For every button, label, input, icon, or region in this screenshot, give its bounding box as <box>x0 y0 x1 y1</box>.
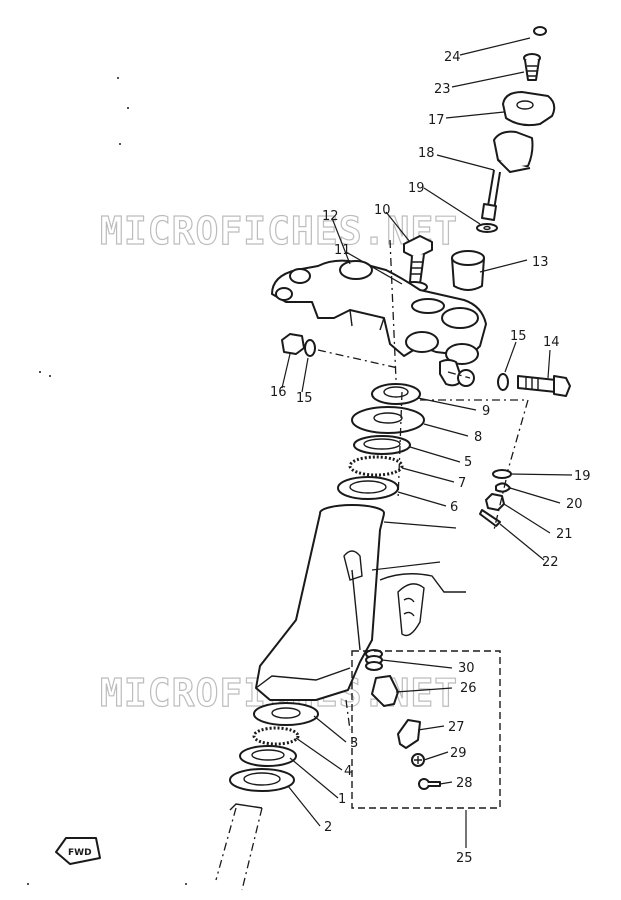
part-22-screw <box>479 509 501 527</box>
part-26-lock-body <box>371 675 399 707</box>
callout-22: 22 <box>542 555 559 570</box>
part-19-washer-upper <box>476 223 498 233</box>
part-16-nut <box>281 333 305 355</box>
callout-15-left: 15 <box>296 391 313 406</box>
callout-5: 5 <box>464 455 472 470</box>
part-29-screw <box>411 753 425 767</box>
callout-9: 9 <box>482 404 490 419</box>
part-20-clip <box>495 482 511 493</box>
part-6-race <box>337 476 399 500</box>
callout-7: 7 <box>458 476 466 491</box>
part-9-ring-nut <box>371 383 421 405</box>
part-5-race <box>353 435 411 455</box>
callout-27: 27 <box>448 720 465 735</box>
callout-26: 26 <box>460 681 477 696</box>
part-18-handlebar-holder <box>481 130 534 221</box>
callout-23: 23 <box>434 82 451 97</box>
callout-12: 12 <box>322 209 339 224</box>
callout-17: 17 <box>428 113 445 128</box>
callout-21: 21 <box>556 527 573 542</box>
assembly-lines <box>317 239 529 531</box>
part-25-group-box <box>351 650 501 809</box>
part-7-ball-bearing <box>348 455 404 477</box>
part-23-bolt <box>523 53 541 81</box>
part-1-race <box>239 745 297 767</box>
part-15-washer-left <box>304 339 316 357</box>
callout-14: 14 <box>543 335 560 350</box>
fwd-direction-arrow: FWD <box>55 837 101 865</box>
fwd-label: FWD <box>68 848 92 858</box>
callout-numbers: 24 23 17 18 19 10 12 11 13 15 14 16 15 9… <box>270 50 591 866</box>
callout-28: 28 <box>456 776 473 791</box>
callout-10: 10 <box>374 203 391 218</box>
scan-specks <box>27 77 187 885</box>
callout-3: 3 <box>350 736 358 751</box>
callout-20: 20 <box>566 497 583 512</box>
leader-lines <box>281 37 573 848</box>
callout-13: 13 <box>532 255 549 270</box>
callout-19-upper: 19 <box>408 181 425 196</box>
part-24-cap <box>533 26 547 36</box>
callout-6: 6 <box>450 500 458 515</box>
callout-8: 8 <box>474 430 482 445</box>
lower-steering-stem <box>215 803 263 891</box>
part-10-bolt <box>403 235 433 285</box>
part-19-washer-lower <box>492 469 512 479</box>
part-3-dust-seal <box>253 702 319 726</box>
part-14-bolt <box>517 375 571 397</box>
callout-18: 18 <box>418 146 435 161</box>
callout-11: 11 <box>334 243 351 258</box>
callout-29: 29 <box>450 746 467 761</box>
watermark-top: MICROFICHES.NET <box>100 209 458 253</box>
part-17-clamp-upper <box>502 91 556 127</box>
callout-25: 25 <box>456 851 473 866</box>
part-8-cover <box>351 406 425 434</box>
callout-16: 16 <box>270 385 287 400</box>
callout-19-lower: 19 <box>574 469 591 484</box>
part-15-washer-right <box>497 373 509 391</box>
callout-15-right: 15 <box>510 329 527 344</box>
part-13-bushing <box>451 250 485 291</box>
part-4-ball-bearing <box>252 726 300 746</box>
callout-4: 4 <box>344 764 352 779</box>
part-2-race <box>229 768 295 792</box>
callout-30: 30 <box>458 661 475 676</box>
callout-2: 2 <box>324 820 332 835</box>
part-27-plate <box>397 719 421 749</box>
callout-24: 24 <box>444 50 461 65</box>
part-28-pin <box>418 778 441 790</box>
callout-1: 1 <box>338 792 346 807</box>
part-30-spring <box>365 649 383 671</box>
